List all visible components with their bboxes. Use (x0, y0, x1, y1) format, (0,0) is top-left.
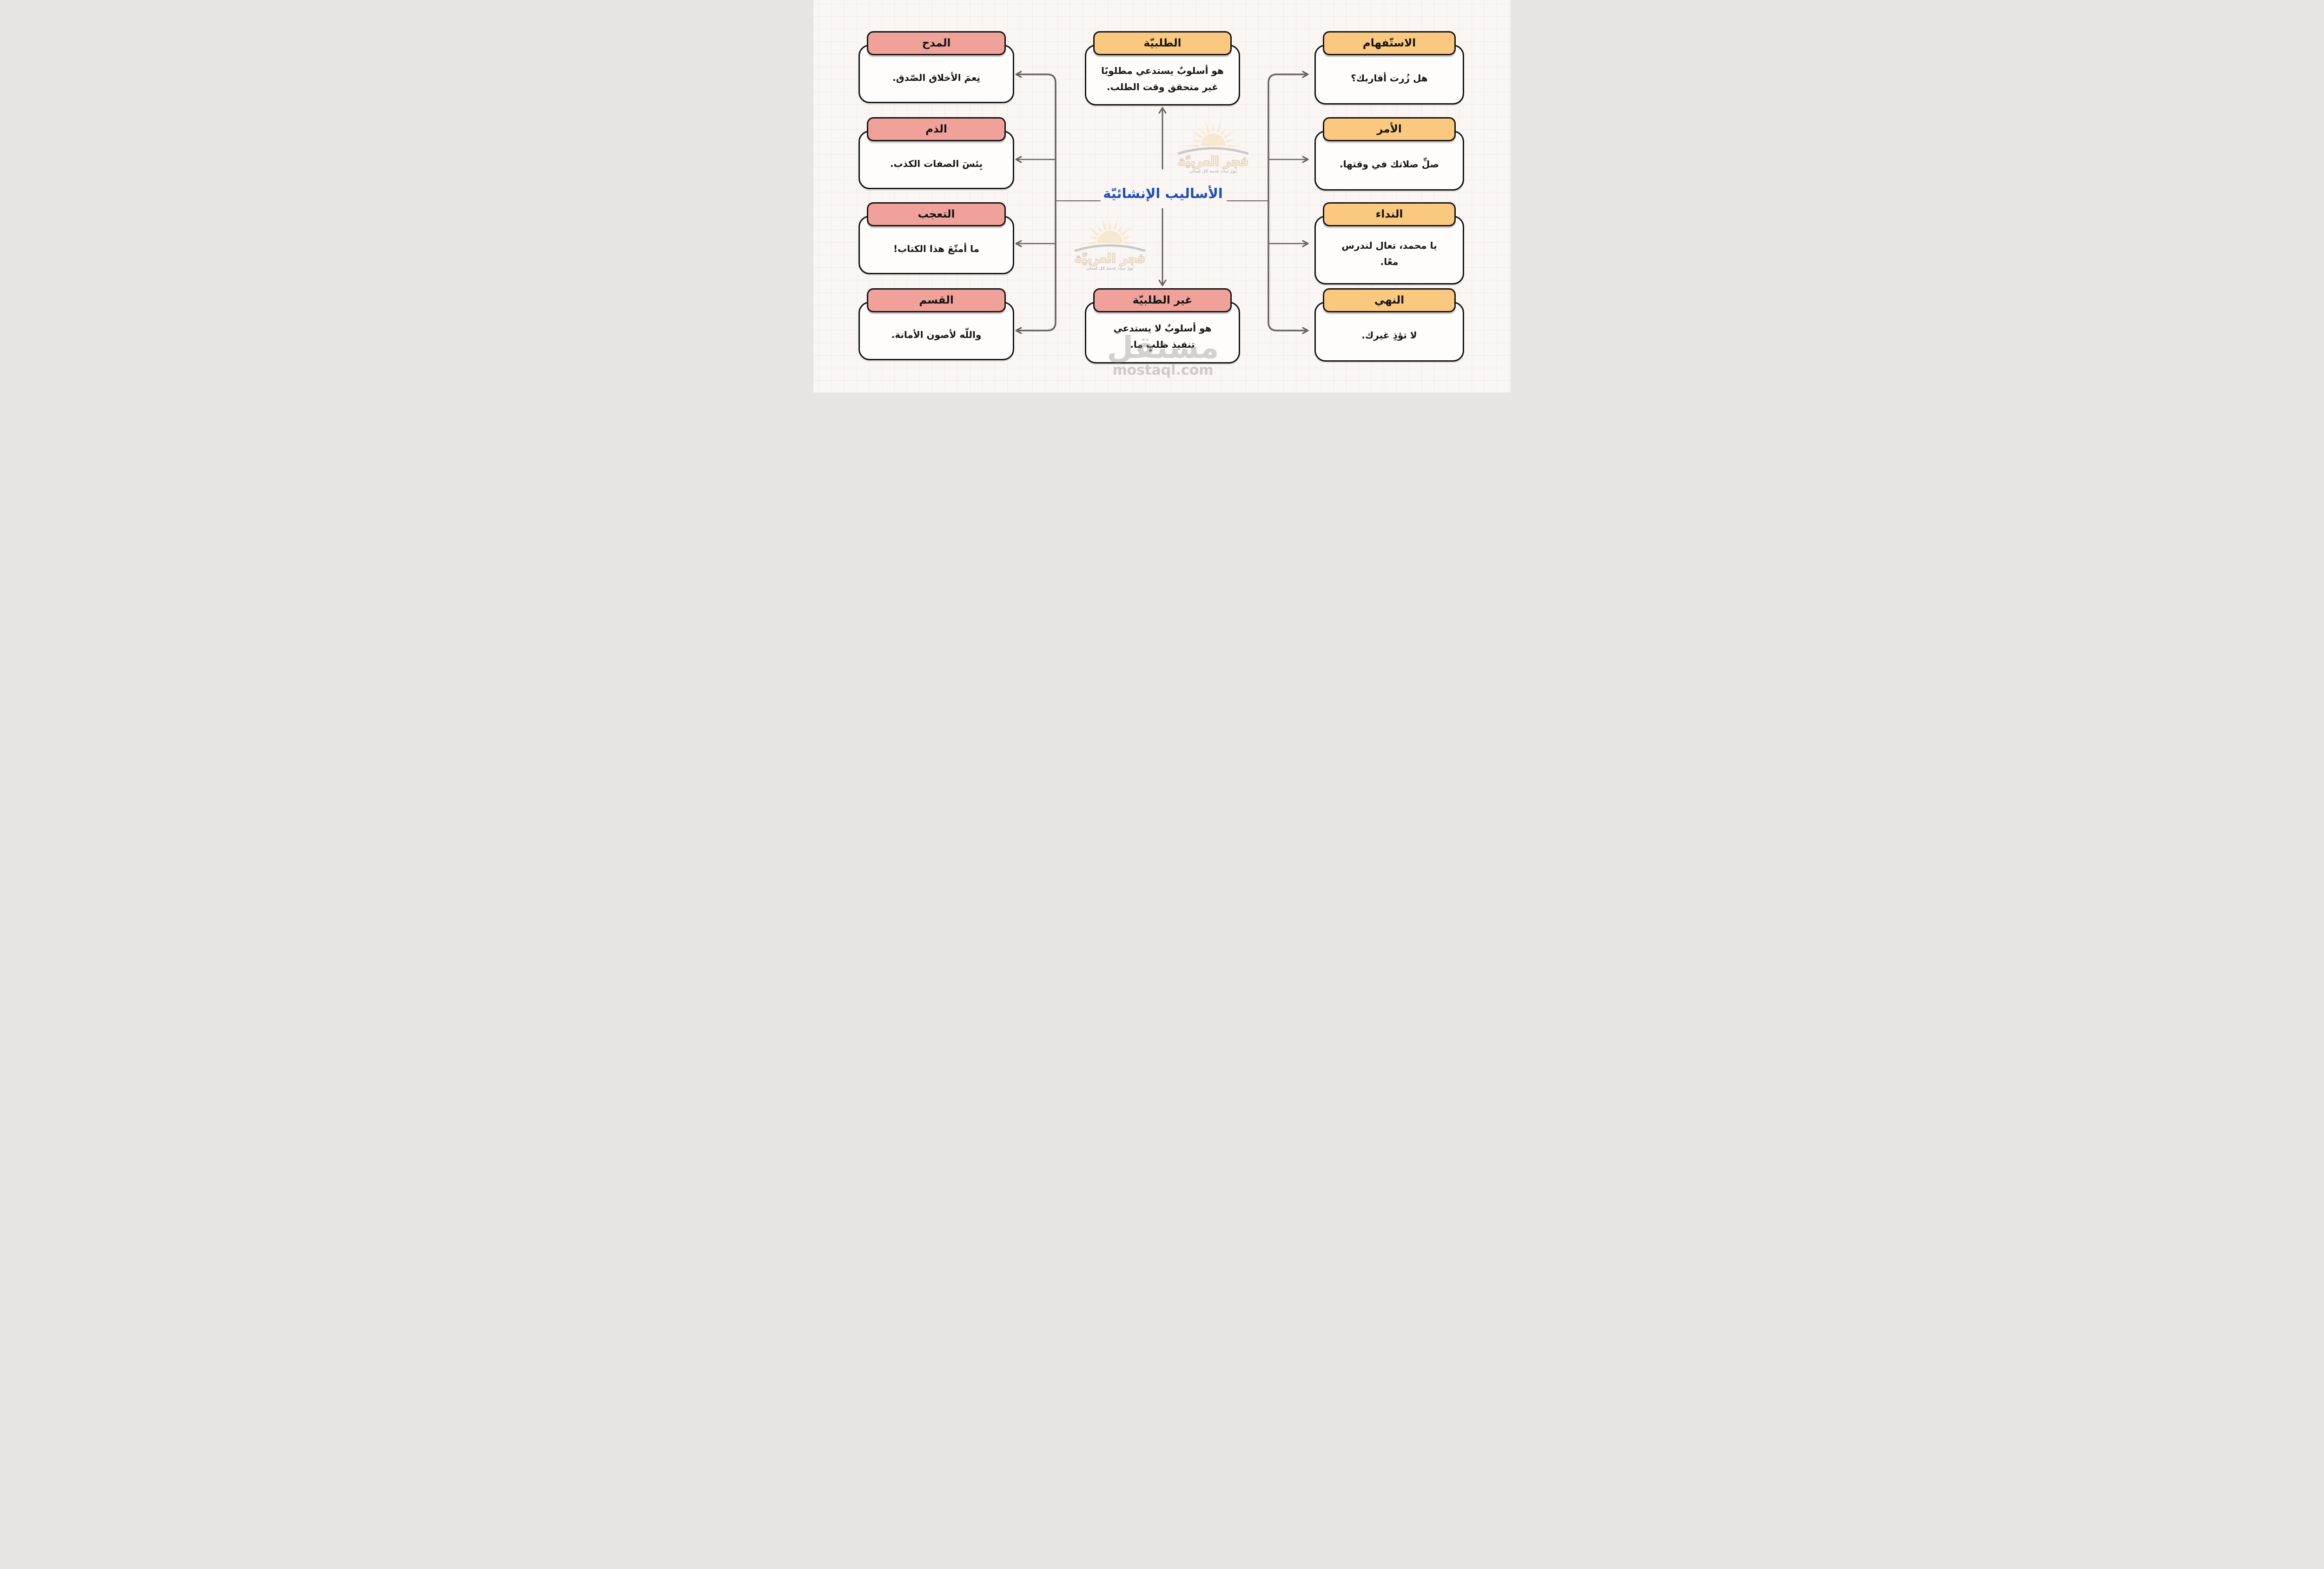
arrow-down-icon (1158, 279, 1167, 286)
example-text: لا تؤذِ غيرك. (1361, 330, 1417, 341)
arrow-right-icon (1302, 327, 1309, 334)
card-non-requestive-header: غير الطلبيّة (1093, 288, 1232, 312)
card-vocative-body: يا محمد، تعال لندرس معًا. (1314, 216, 1464, 285)
definition-text: هو أسلوبٌ يستدعي مطلوبًا غير متحقق وقت ا… (1101, 65, 1224, 93)
arrow-left-icon (1015, 156, 1022, 163)
header-label: الاستّفهام (1362, 37, 1416, 49)
example-text: يا محمد، تعال لندرس معًا. (1341, 240, 1437, 267)
card-vocative-header: النداء (1323, 202, 1456, 226)
left-trunk-line (1016, 73, 1056, 331)
arrow-right-icon (1302, 71, 1309, 78)
arrow-left-icon (1015, 71, 1022, 78)
arrow-left-icon (1015, 327, 1022, 334)
card-oath-header: القسم (867, 288, 1006, 312)
card-requestive: هو أسلوبٌ يستدعي مطلوبًا غير متحقق وقت ا… (1085, 31, 1240, 106)
connector-lines (1015, 71, 1309, 334)
card-blame-header: الذم (867, 117, 1006, 141)
header-label: الأمر (1377, 123, 1402, 135)
example-text: بِئسَ الصفات الكذب. (890, 158, 983, 169)
card-oath: واللّه لأصون الأمانة. القسم (858, 288, 1014, 360)
arrow-right-icon (1302, 240, 1309, 247)
card-praise-header: المدح (867, 31, 1006, 55)
card-requestive-header: الطلبيّة (1093, 31, 1232, 55)
header-label: المدح (922, 37, 951, 49)
example-text: هل زُرت أقاربك؟ (1351, 73, 1428, 84)
card-praise: نِعمَ الأخلاق الصّدق. المدح (858, 31, 1014, 103)
header-label: النداء (1375, 208, 1403, 220)
diagram-canvas: الأساليب الإنشائيّة نِعمَ الأخلاق الصّدق… (813, 0, 1511, 392)
example-text: واللّه لأصون الأمانة. (891, 329, 982, 340)
page-title: الأساليب الإنشائيّة (1103, 185, 1223, 201)
header-label: غير الطلبيّة (1132, 294, 1193, 306)
card-blame: بِئسَ الصفات الكذب. الذم (858, 117, 1014, 189)
card-interrogation: هل زُرت أقاربك؟ الاستّفهام (1314, 31, 1464, 105)
example-text: نِعمَ الأخلاق الصّدق. (892, 72, 980, 83)
header-label: الطلبيّة (1143, 37, 1182, 49)
header-label: الذم (925, 123, 947, 135)
header-label: القسم (919, 294, 954, 306)
definition-text: هو أسلوبٌ لا يستدعي تنفيذ طلبٍ ما. (1113, 322, 1212, 350)
card-exclamation-header: التعجب (867, 202, 1006, 226)
card-prohibition: لا تؤذِ غيرك. النهي (1314, 288, 1464, 362)
card-non-requestive: هو أسلوبٌ لا يستدعي تنفيذ طلبٍ ما. غير ا… (1085, 288, 1240, 364)
card-command-header: الأمر (1323, 117, 1456, 141)
card-vocative: يا محمد، تعال لندرس معًا. النداء (1314, 202, 1464, 285)
card-exclamation: ما أمتّعَ هذا الكتاب! التعجب (858, 202, 1014, 274)
arrow-left-icon (1015, 240, 1022, 247)
card-command: صلِّ صلاتك في وقتها. الأمر (1314, 117, 1464, 191)
header-label: النهي (1374, 294, 1405, 306)
header-label: التعجب (918, 208, 955, 220)
right-trunk-line (1268, 73, 1308, 331)
arrow-up-icon (1158, 107, 1167, 114)
example-text: ما أمتّعَ هذا الكتاب! (893, 243, 979, 254)
card-interrogation-header: الاستّفهام (1323, 31, 1456, 55)
arrow-right-icon (1302, 156, 1309, 163)
example-text: صلِّ صلاتك في وقتها. (1339, 159, 1439, 170)
card-prohibition-header: النهي (1323, 288, 1456, 312)
